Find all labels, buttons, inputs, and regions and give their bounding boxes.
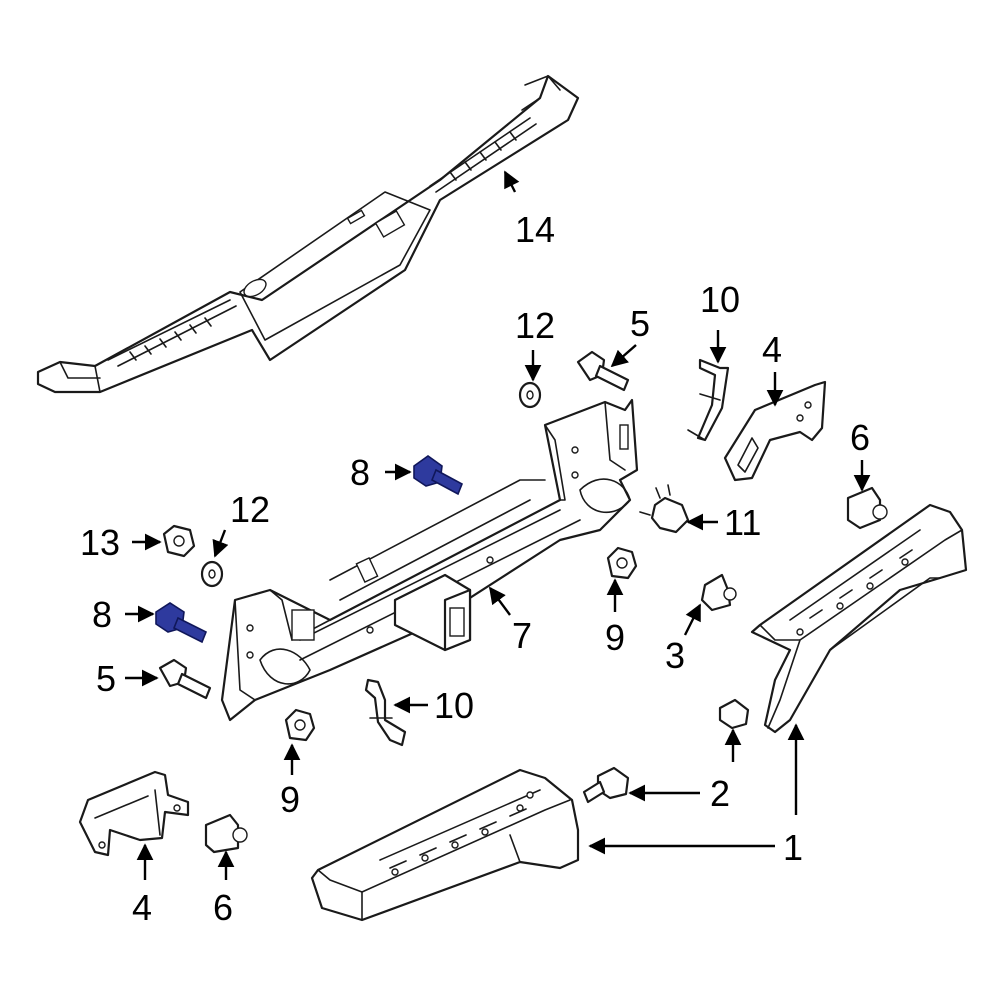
part-8-bolt-left[interactable] (155, 602, 208, 644)
callout-8-top: 8 (350, 452, 370, 493)
callout-14: 14 (515, 209, 555, 250)
callout-10-bottom: 10 (434, 685, 474, 726)
part-1-left-step[interactable] (310, 768, 580, 922)
part-5-bolt-left[interactable] (158, 658, 212, 700)
part-1-right-step[interactable] (750, 503, 968, 734)
callout-12-top: 12 (515, 305, 555, 346)
callout-9-center: 9 (605, 617, 625, 658)
part-11-connector[interactable] (639, 484, 690, 534)
part-13-nut[interactable] (162, 524, 196, 558)
part-14-step-pad[interactable] (36, 74, 580, 394)
callout-5-top: 5 (630, 303, 650, 344)
part-6-clip-right[interactable] (846, 486, 888, 530)
part-4-bracket-top[interactable] (723, 380, 827, 482)
callout-4-top: 4 (762, 329, 782, 370)
callout-2: 2 (710, 773, 730, 814)
part-2-bolt-center[interactable] (582, 766, 630, 804)
part-7-hitch-frame[interactable] (220, 398, 639, 722)
part-9-nut-center[interactable] (606, 546, 638, 580)
part-4-bracket-bottom[interactable] (78, 770, 190, 857)
part-12-washer-top[interactable] (518, 381, 542, 409)
callout-12-left: 12 (230, 489, 270, 530)
callout-11: 11 (724, 502, 761, 543)
callout-4-bottom: 4 (132, 887, 152, 928)
callout-5-left: 5 (96, 658, 116, 699)
callout-6-right: 6 (850, 417, 870, 458)
part-9-nut-bottom[interactable] (284, 708, 316, 742)
callout-1: 1 (783, 827, 803, 868)
callout-labels: 14 10 12 5 4 6 8 11 13 12 9 7 3 8 5 10 9… (80, 209, 870, 928)
callout-10-top: 10 (700, 279, 740, 320)
callout-7: 7 (512, 615, 532, 656)
callout-13: 13 (80, 522, 120, 563)
leader-lines (125, 170, 871, 880)
part-12-washer-left[interactable] (200, 560, 224, 588)
part-3-clip[interactable] (700, 573, 737, 612)
callout-9-bottom: 9 (280, 779, 300, 820)
part-6-clip-bottom[interactable] (204, 813, 248, 854)
part-8-bolt-top[interactable] (413, 455, 464, 496)
part-2-bolt-right[interactable] (718, 698, 750, 730)
part-10-bracket-bottom[interactable] (364, 678, 407, 747)
callout-3: 3 (665, 635, 685, 676)
callout-6-bottom: 6 (213, 887, 233, 928)
part-10-bracket-top[interactable] (687, 358, 730, 442)
part-5-bolt-top[interactable] (576, 350, 630, 392)
callout-8-left: 8 (92, 594, 112, 635)
